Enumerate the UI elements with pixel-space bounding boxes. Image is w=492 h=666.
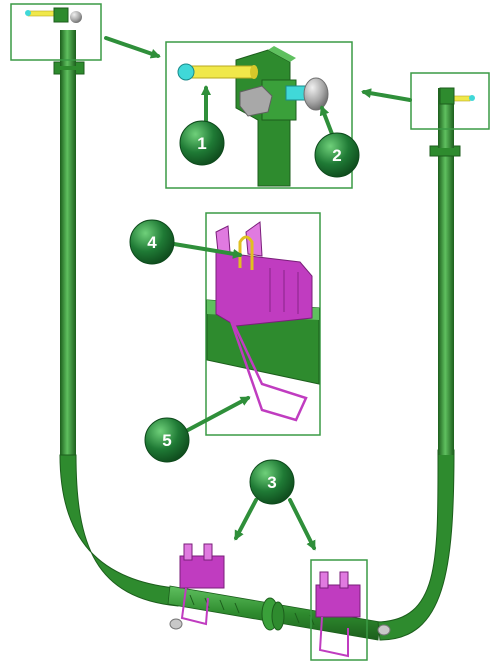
left-upright-tube [60,70,76,460]
right-bend [377,449,455,641]
main-frame [53,30,461,641]
pointer-arrows [104,36,412,551]
right-end-cap [377,624,391,636]
arrow-topleft-to-inset [104,36,161,59]
inset-bracket-detail [205,212,321,436]
arrow-callout2 [319,105,334,136]
callout-3-label: 3 [267,473,276,492]
callout-2-label: 2 [332,146,341,165]
arrow-topright-to-inset [361,88,412,102]
detail-box-bottom-right-bracket [310,559,368,661]
arrow-callout5 [186,396,251,432]
right-upright-tube [438,150,454,455]
callout-5-label: 5 [162,431,171,450]
callout-4-label: 4 [147,233,157,252]
callout-4: 4 [129,219,175,265]
right-pin-assembly [439,87,475,105]
callout-5: 5 [144,417,190,463]
left-end-cap [169,618,183,630]
callout-1: 1 [179,120,225,166]
bottom-bracket-left [179,543,225,626]
arrow-callout3-right [288,498,316,551]
detail-box-top-left [10,3,102,61]
left-bend [59,454,179,607]
tube-coupling-ring [271,601,285,631]
callout-2: 2 [314,132,360,178]
arrow-callout3-left [234,498,258,541]
left-upright-head [60,30,76,66]
callout-3: 3 [249,459,295,505]
left-pin-assembly [25,7,82,23]
bottom-bracket-right [315,571,361,658]
arrow-callout4 [166,241,243,259]
callout-1-label: 1 [197,134,206,153]
